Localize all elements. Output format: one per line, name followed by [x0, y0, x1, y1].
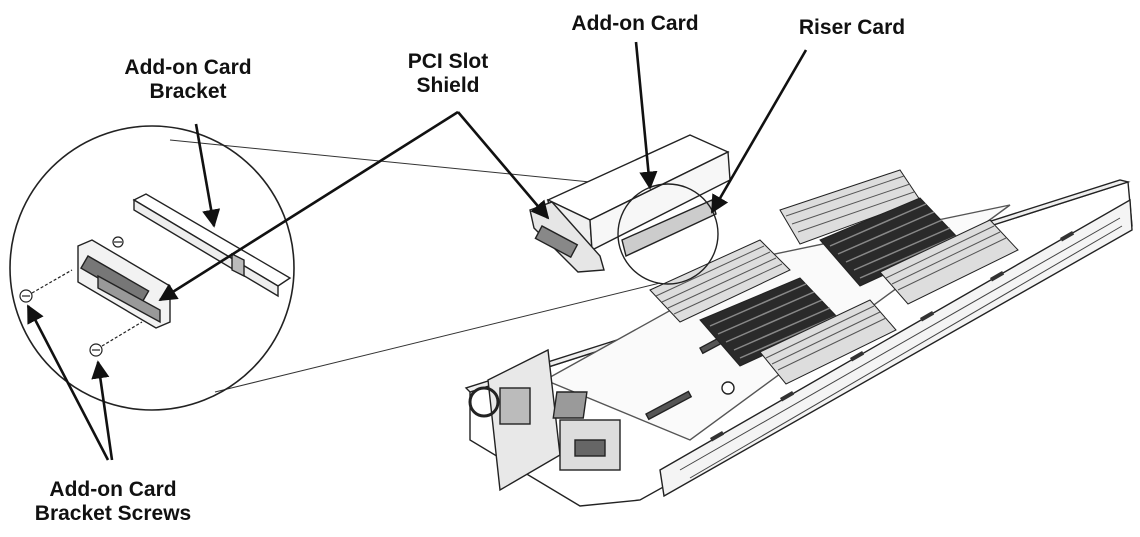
riser-zoom-circle	[617, 183, 719, 285]
label-riser-card: Riser Card	[772, 16, 932, 40]
addon-card-assembly	[529, 134, 731, 273]
arrow-addon-card	[634, 41, 658, 190]
bracket-detail	[77, 193, 292, 329]
label-line: Add-on Card	[49, 478, 177, 501]
label-bracket-screws: Add-on Card Bracket Screws	[0, 478, 226, 526]
detail-zoom-circle	[9, 125, 295, 411]
label-addon-card-bracket: Add-on Card Bracket	[88, 56, 288, 104]
arrow-pci-shield-to-detail	[158, 110, 459, 302]
label-line: PCI Slot	[407, 50, 489, 73]
label-line: Bracket Screws	[34, 502, 192, 525]
rail-slots	[710, 230, 1075, 442]
leader-arrows	[26, 41, 808, 461]
dimm-bank-right	[879, 219, 1019, 305]
label-line: Riser Card	[798, 16, 906, 39]
label-line: Shield	[416, 74, 480, 97]
label-pci-slot-shield: PCI Slot Shield	[378, 50, 518, 98]
label-line: Add-on Card	[124, 56, 252, 79]
dimm-bank-left	[649, 239, 791, 323]
arrow-pci-shield-to-card	[457, 111, 550, 220]
arrow-riser-card	[710, 49, 808, 214]
label-line: Add-on Card	[571, 12, 699, 35]
arrow-screw-right	[91, 360, 114, 461]
label-addon-card: Add-on Card	[540, 12, 730, 36]
zoom-guide-lines	[169, 139, 661, 393]
bracket-screws	[19, 236, 143, 357]
dimm-bank-center	[759, 169, 921, 385]
heatsink-cpu-1	[699, 277, 841, 367]
arrow-addon-card-bracket	[194, 123, 221, 228]
label-line: Bracket	[149, 80, 227, 103]
arrow-screw-left	[26, 304, 110, 461]
